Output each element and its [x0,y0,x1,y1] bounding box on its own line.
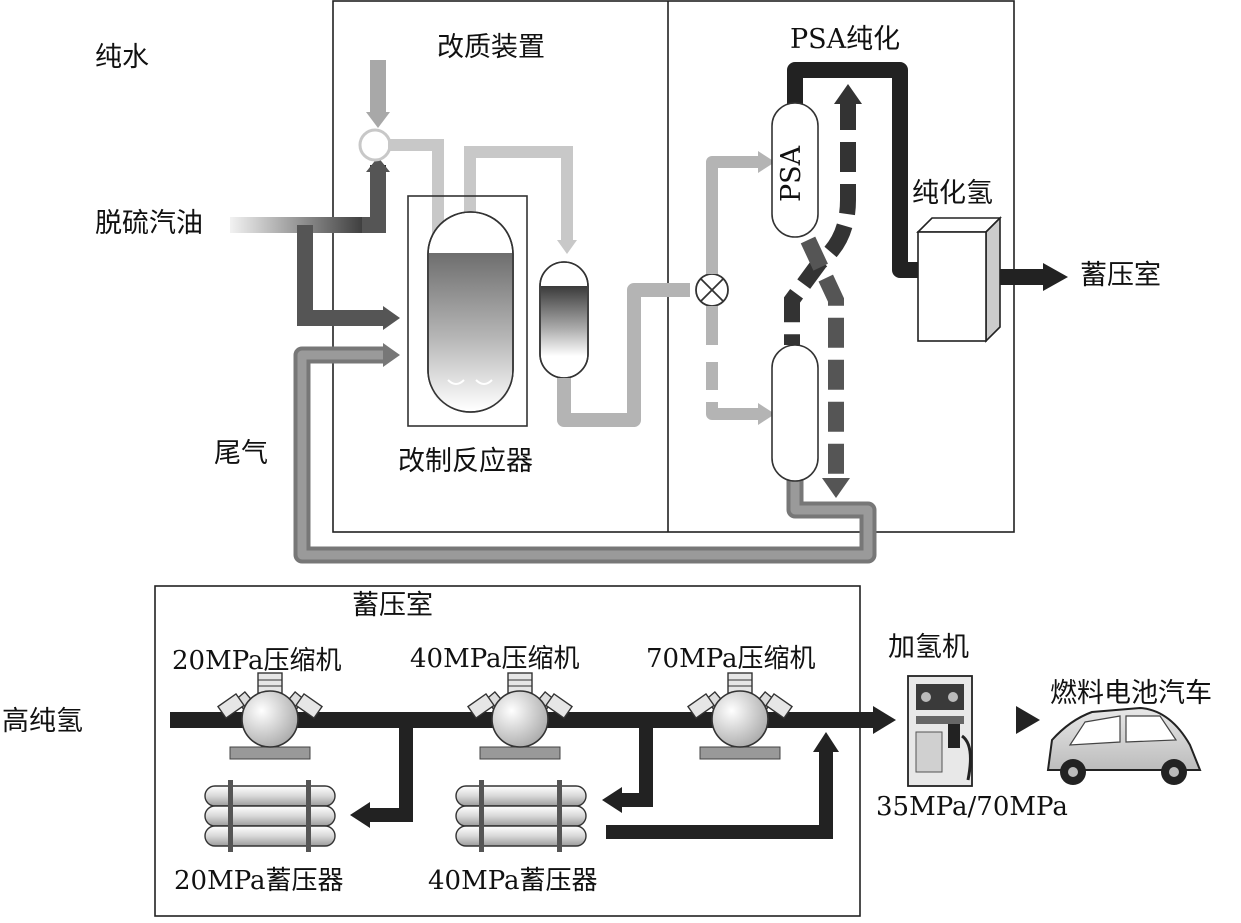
label-accumulator-40mpa: 40MPa蓄压器 [428,866,598,896]
label-to-storage: 蓄压室 [1080,260,1161,291]
accumulator-40mpa [455,780,587,852]
mixer-valve [358,128,392,162]
branch-to-40mpa-accumulator [620,720,653,807]
compressor-20mpa [216,672,324,760]
pure-water-pipe [168,52,390,128]
label-fuel-cell-vehicle: 燃料电池汽车 [1050,678,1212,709]
label-compressor-40mpa: 40MPa压缩机 [410,644,580,674]
accumulator-return-line [606,750,833,839]
compressor-40mpa [466,672,574,760]
label-dispenser: 加氢机 [888,632,969,663]
label-reformer-reactor: 改制反应器 [398,446,533,477]
gasoline-pipe [230,157,400,330]
label-tail-gas: 尾气 [214,438,268,469]
reformate-pipe [557,283,690,427]
compressor-70mpa [686,672,794,760]
reactor-frame [407,195,528,427]
branch-to-20mpa-accumulator [368,720,413,822]
label-pure-water: 纯水 [95,42,149,73]
psa-dashed-flow [784,84,862,498]
label-accumulator-20mpa: 20MPa蓄压器 [174,866,344,896]
psa-unit-title: PSA纯化 [790,24,901,55]
accumulator-20mpa [204,780,336,852]
label-desulfurized-gasoline: 脱硫汽油 [95,208,203,239]
arrow-into-drum [557,240,577,254]
hydrogen-dispenser [907,675,973,787]
label-compressor-20mpa: 20MPa压缩机 [172,646,342,676]
purified-hydrogen-tank [916,216,1002,343]
purified-hydrogen-pipe [787,62,925,278]
label-compressor-70mpa: 70MPa压缩机 [646,644,816,674]
label-high-purity-hydrogen: 高纯氢 [2,706,83,737]
label-dispenser-pressure: 35MPa/70MPa [876,792,1068,822]
psa-column-bottom [771,344,819,482]
reforming-unit-title: 改质装置 [437,32,545,63]
psa-column-top [771,102,819,238]
storage-room-title: 蓄压室 [352,590,433,621]
fuel-cell-car [1046,706,1202,785]
psa-column-label: PSA [776,145,807,202]
storage-room-frame [154,585,861,917]
tail-gas-pipe [293,343,877,564]
label-purified-hydrogen: 纯化氢 [912,178,993,209]
reforming-psa-frame [332,0,1015,533]
reactor-vessel [427,211,514,413]
